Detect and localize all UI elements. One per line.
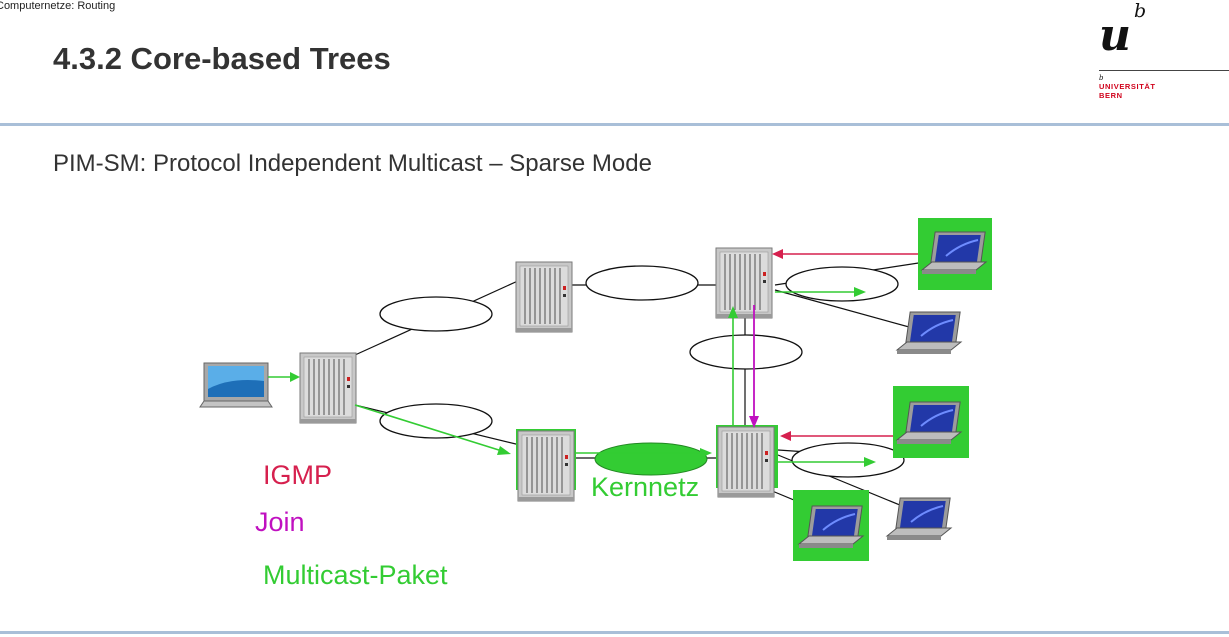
logo-mark-u: u [1099, 10, 1131, 61]
router-core [717, 426, 775, 498]
legend-join: Join [255, 507, 305, 537]
footer-divider [0, 631, 1229, 634]
router-top-left [515, 261, 573, 333]
legend-multicast-packet: Multicast-Paket [263, 560, 448, 590]
router-source [299, 352, 357, 424]
source-laptop-icon [199, 362, 273, 408]
logo-small-b: b [1099, 74, 1104, 82]
logo-line-bern: BERN [1099, 91, 1123, 100]
link-ellipse [379, 296, 493, 332]
link-ellipse [585, 265, 699, 301]
link-ellipse [689, 334, 803, 370]
link-ellipse [379, 403, 493, 439]
laptop-icon [896, 311, 962, 355]
logo-text: UNIVERSITÄT BERN [1099, 82, 1156, 100]
logo-line-universitaet: UNIVERSITÄT [1099, 82, 1156, 91]
core-network-label: Kernnetz [591, 472, 699, 502]
router-bottom-left [517, 430, 575, 502]
legend-igmp: IGMP [263, 460, 333, 490]
course-title: Computernetze: Routing [0, 0, 116, 12]
router-top-right [715, 247, 773, 319]
logo-mark-b: b [1134, 0, 1147, 22]
header-divider [0, 123, 1229, 126]
logo-rule [1099, 70, 1229, 71]
link-ellipse [785, 266, 899, 302]
link-ellipse [791, 442, 905, 478]
slide-title: 4.3.2 Core-based Trees [53, 41, 391, 76]
university-logo: u b b UNIVERSITÄT BERN [1099, 0, 1229, 120]
core-network-ellipse [594, 442, 708, 476]
slide-subtitle: PIM-SM: Protocol Independent Multicast –… [53, 150, 652, 177]
